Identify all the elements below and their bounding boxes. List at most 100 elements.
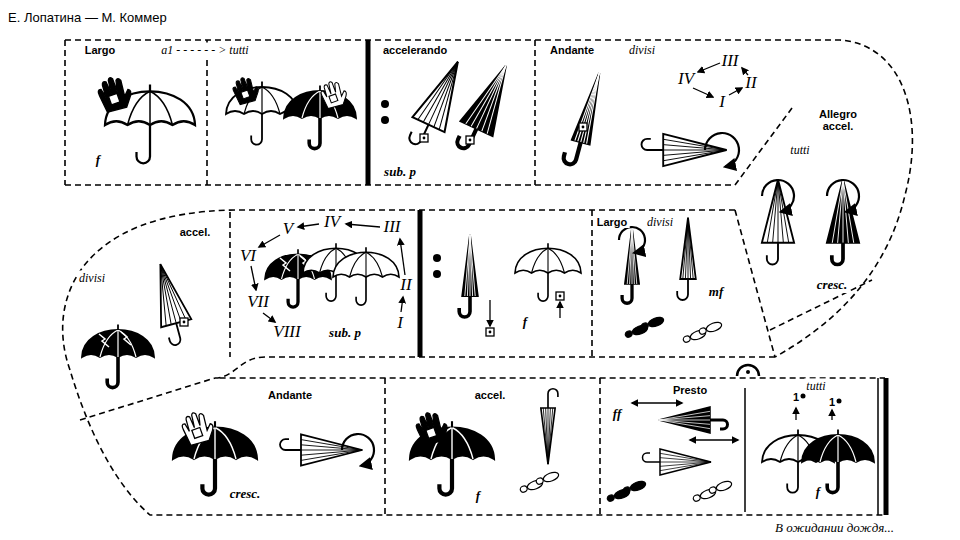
tempo-marking: Allegro accel. [805, 108, 871, 132]
umbrella-tip [117, 325, 119, 330]
umbrella-rib [451, 428, 452, 460]
hand-square [426, 428, 437, 439]
umbrella-fold [688, 218, 693, 279]
umbrella-rib [366, 252, 383, 277]
umbrella-canopy [515, 248, 581, 273]
umbrella-rib [320, 248, 337, 273]
part-number: I [395, 313, 405, 333]
bar-line [366, 40, 371, 185]
footprint [640, 316, 665, 332]
performance-note: a1 - - - - - - > tutti [159, 43, 250, 58]
dashed-border [599, 378, 601, 515]
hand-square [241, 90, 250, 99]
umbrella-fold [832, 180, 843, 243]
hand-symbol [179, 408, 217, 447]
square-dot [469, 139, 472, 142]
part-number: V [281, 219, 295, 239]
foot-heel [624, 330, 633, 338]
footprint [535, 471, 560, 487]
umbrella-body [827, 180, 859, 243]
umbrella-fold [466, 61, 506, 129]
repeat-dot [433, 270, 441, 278]
performance-note: divisi [645, 215, 675, 230]
dashed-border [64, 40, 66, 185]
square-sign [420, 134, 428, 142]
direction-arrow [698, 63, 720, 72]
closed-umbrella [541, 389, 558, 464]
lightning-mark [280, 258, 290, 271]
umbrella-rib [365, 252, 366, 277]
closed-umbrella [659, 407, 728, 433]
hand-square [192, 428, 203, 439]
umbrella-handle [832, 243, 843, 265]
dashed-border [63, 210, 885, 515]
closed-umbrella [622, 228, 639, 303]
square-dot [183, 321, 186, 324]
umbrella-rib [820, 435, 838, 462]
marker-dot [837, 399, 842, 404]
umbrella-body [680, 218, 696, 279]
umbrella-fold [767, 180, 778, 243]
closed-umbrella [642, 134, 727, 166]
dashed-border [215, 357, 885, 378]
umbrella-body [460, 58, 521, 136]
foot-heel [682, 335, 691, 343]
closed-umbrella [677, 218, 696, 300]
umbrella-handle [107, 357, 118, 388]
performance-note: tutti [788, 143, 811, 158]
rotation-arrow [342, 434, 374, 466]
part-number: VII [245, 292, 271, 312]
repeat-dot [381, 100, 389, 108]
foot-heel [606, 494, 615, 502]
repeat-dot [433, 254, 441, 262]
hand-shape [413, 408, 451, 447]
dynamic-marking: sub. p [327, 325, 363, 341]
umbrella-handle [202, 459, 215, 495]
performance-note: divisi [627, 43, 657, 58]
umbrella-tip [547, 243, 549, 248]
tempo-marking: accel. [473, 389, 508, 401]
footprint [622, 480, 647, 496]
umbrella-body [572, 71, 608, 145]
direction-arrow [400, 239, 405, 275]
umbrella-fold [477, 66, 512, 131]
rotation-arrow [762, 180, 794, 212]
foot-heel [622, 486, 631, 494]
tempo-marking: Andante [266, 389, 314, 401]
umbrella-body [462, 235, 478, 296]
square-sign [486, 328, 494, 336]
dashed-border [534, 40, 536, 185]
umbrella-fold [659, 416, 710, 420]
closed-umbrella [762, 180, 794, 265]
foot-sole [647, 316, 665, 329]
umbrella-rib [547, 248, 548, 273]
umbrella-tip [335, 243, 337, 248]
umbrella-fold [838, 180, 843, 243]
umbrella-rib [532, 248, 549, 273]
dynamic-marking: cresc. [815, 277, 850, 293]
part-number: II [398, 275, 413, 295]
umbrella-tip [451, 421, 453, 427]
direction-arrow [831, 410, 832, 420]
hand-shape [230, 74, 261, 107]
direction-arrow [251, 266, 256, 290]
umbrella-rib [215, 428, 236, 460]
umbrella-handle [309, 118, 320, 149]
callout-number: 1 [827, 396, 837, 408]
bar-line [418, 210, 423, 357]
dashed-border [591, 210, 593, 357]
umbrella-tip [214, 421, 216, 427]
umbrella-handle [326, 273, 336, 301]
umbrella-rib [302, 91, 320, 118]
umbrella-tip [261, 82, 263, 87]
umbrella-handle [767, 243, 778, 265]
tempo-marking: Andante [548, 44, 596, 56]
fermata-dot [746, 370, 750, 374]
umbrella-fold [467, 235, 470, 296]
tempo-marking: Largo [83, 44, 118, 56]
closed-umbrella [280, 434, 362, 465]
umbrella-fold [581, 73, 602, 143]
direction-arrow [259, 235, 280, 247]
direction-arrow [346, 224, 380, 227]
